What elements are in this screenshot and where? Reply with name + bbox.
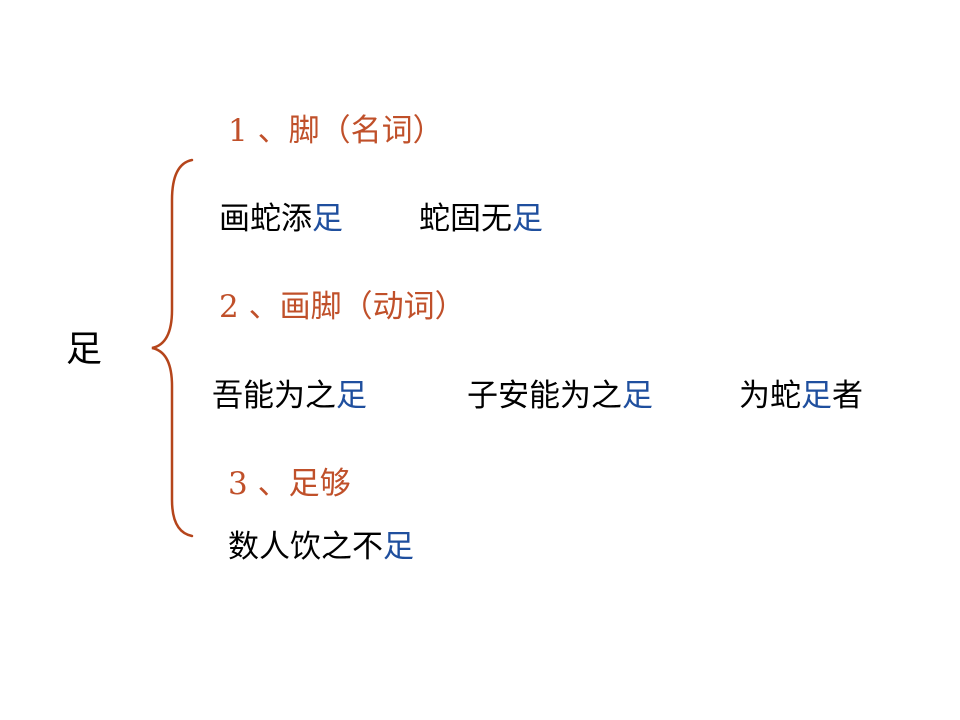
key-character: 足 [512,201,543,237]
example-2-2: 子安能为之足 [467,381,653,412]
example-1-2: 蛇固无足 [419,204,543,235]
sense-2-label: 2 、画脚（动词） [219,289,466,325]
key-character: 足 [383,529,414,565]
example-text: 者 [832,378,863,414]
key-character: 足 [336,378,367,414]
example-text: 蛇固无 [419,201,512,237]
example-text: 吾能为之 [212,378,336,414]
example-2-1: 吾能为之足 [212,381,367,412]
example-2-3: 为蛇足者 [739,381,863,412]
key-character: 足 [622,378,653,414]
example-text: 子安能为之 [467,378,622,414]
headword: 足 [66,329,103,370]
key-character: 足 [801,378,832,414]
example-1-1: 画蛇添足 [219,204,343,235]
example-text: 数人饮之不 [228,529,383,565]
example-text: 为蛇 [739,378,801,414]
sense-3-label: 3 、足够 [228,466,351,502]
example-text: 画蛇添 [219,201,312,237]
key-character: 足 [312,201,343,237]
sense-1-label: 1 、脚（名词） [228,113,444,149]
example-3-1: 数人饮之不足 [228,532,414,563]
